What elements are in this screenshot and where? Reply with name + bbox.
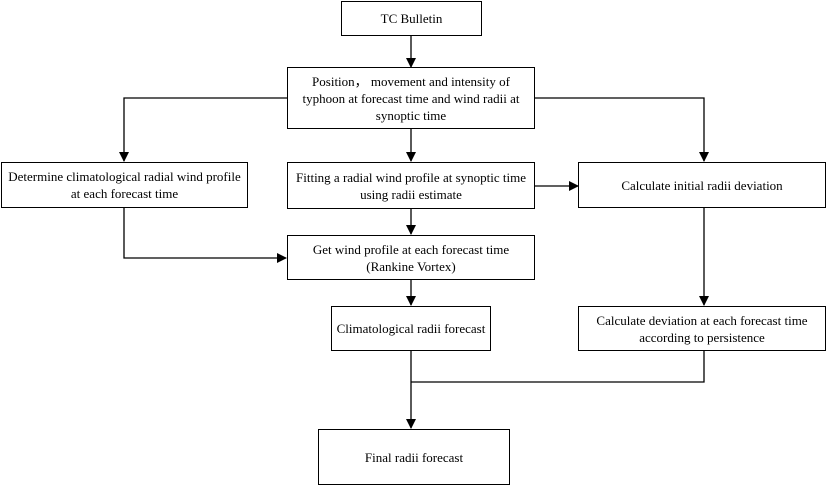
node-fit-profile-label: Fitting a radial wind profile at synopti… (296, 169, 526, 202)
node-climatological-profile: Determine climatological radial wind pro… (1, 162, 248, 208)
node-wind-profile-label: Get wind profile at each forecast time (… (312, 241, 510, 274)
node-climatological-radii-label: Climatological radii forecast (336, 321, 486, 336)
node-position-info-label: Position， movement and intensity of typh… (302, 73, 520, 123)
node-fit-profile: Fitting a radial wind profile at synopti… (287, 162, 535, 209)
connector-persistence-merge (411, 351, 705, 383)
node-initial-deviation-label: Calculate initial radii deviation (621, 177, 783, 193)
node-persistence-deviation-label: Calculate deviation at each forecast tim… (596, 312, 808, 345)
node-tc-bulletin: TC Bulletin (341, 1, 482, 36)
node-wind-profile: Get wind profile at each forecast time (… (287, 235, 535, 280)
node-climatological-radii: Climatological radii forecast (331, 306, 491, 351)
arrow-position-to-climatological-profile (119, 97, 287, 162)
node-initial-deviation: Calculate initial radii deviation (578, 162, 826, 208)
arrow-position-to-initial-deviation (535, 97, 709, 162)
node-final-forecast: Final radii forecast (318, 429, 510, 485)
node-position-info: Position， movement and intensity of typh… (287, 67, 535, 129)
node-tc-bulletin-label: TC Bulletin (380, 11, 443, 26)
node-climatological-profile-label: Determine climatological radial wind pro… (8, 169, 241, 201)
node-final-forecast-label: Final radii forecast (364, 449, 464, 465)
node-persistence-deviation: Calculate deviation at each forecast tim… (578, 306, 826, 351)
arrow-climatological-to-wind-profile (123, 208, 287, 263)
